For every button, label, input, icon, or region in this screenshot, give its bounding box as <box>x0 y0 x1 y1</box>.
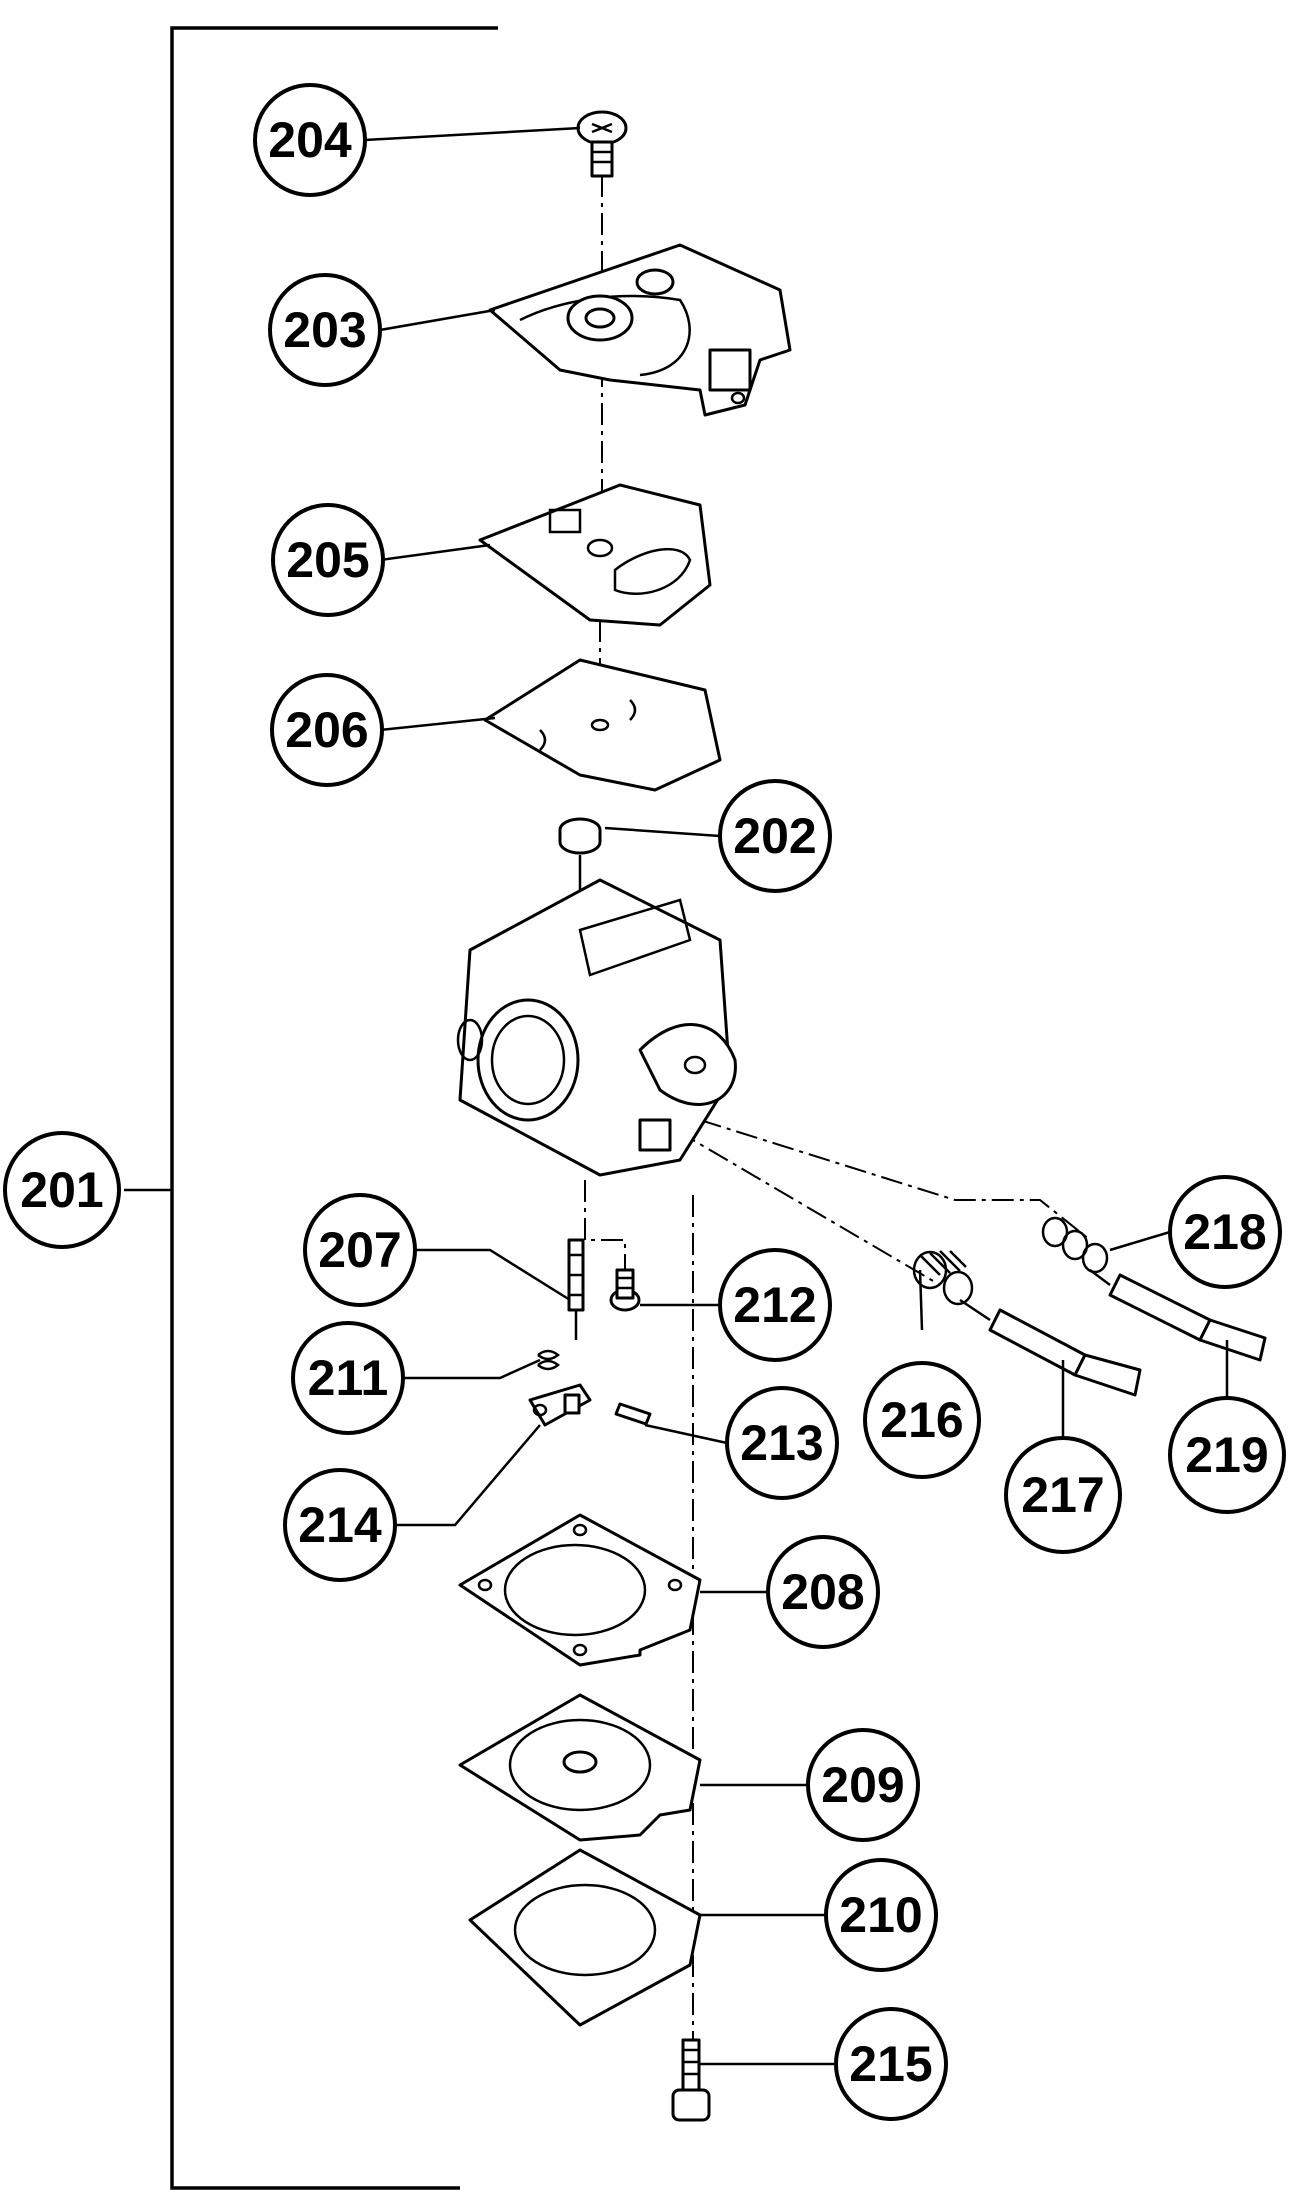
callout-209: 209 <box>806 1728 920 1842</box>
part-205-gasket <box>478 483 712 627</box>
part-211-spring <box>537 1349 561 1371</box>
callout-211-label: 211 <box>308 1350 389 1406</box>
callout-206: 206 <box>270 673 384 787</box>
part-207-needle <box>567 1238 585 1340</box>
part-213-pin <box>614 1402 652 1426</box>
callout-205-label: 205 <box>286 532 369 588</box>
callout-208: 208 <box>766 1535 880 1649</box>
callout-207-label: 207 <box>318 1222 401 1278</box>
part-219-needle <box>1089 1269 1267 1362</box>
callout-210: 210 <box>824 1858 938 1972</box>
part-218-spring <box>1041 1216 1109 1274</box>
callout-203: 203 <box>268 273 382 387</box>
callout-213-label: 213 <box>740 1415 823 1471</box>
callout-207: 207 <box>303 1193 417 1307</box>
part-214-lever <box>528 1383 592 1427</box>
callout-204: 204 <box>253 83 367 197</box>
callout-212-label: 212 <box>733 1277 816 1333</box>
callout-214: 214 <box>283 1468 397 1582</box>
callout-206-label: 206 <box>285 702 368 758</box>
callout-215: 215 <box>834 2007 948 2121</box>
callout-219-label: 219 <box>1185 1427 1268 1483</box>
part-208-gasket <box>458 1513 702 1667</box>
part-carburetor-body <box>456 878 737 1177</box>
callout-218: 218 <box>1168 1175 1282 1289</box>
callout-201-label: 201 <box>20 1162 103 1218</box>
callout-212: 212 <box>718 1248 832 1362</box>
callout-219: 219 <box>1168 1396 1286 1514</box>
part-204-screw <box>576 110 628 178</box>
part-212-screw <box>609 1268 641 1312</box>
callout-203-label: 203 <box>283 302 366 358</box>
part-206-diaphragm <box>483 658 722 792</box>
callout-218-label: 218 <box>1183 1204 1266 1260</box>
callout-208-label: 208 <box>781 1564 864 1620</box>
callout-210-label: 210 <box>839 1887 922 1943</box>
part-209-diaphragm <box>458 1693 702 1842</box>
callout-211: 211 <box>291 1321 405 1435</box>
callout-214-label: 214 <box>298 1497 382 1553</box>
callout-209-label: 209 <box>821 1757 904 1813</box>
callout-213: 213 <box>725 1386 839 1500</box>
callout-202: 202 <box>718 779 832 893</box>
callout-216-label: 216 <box>880 1392 963 1448</box>
callout-216: 216 <box>863 1361 981 1479</box>
assembly-bracket <box>124 26 498 2190</box>
callout-215-label: 215 <box>849 2036 932 2092</box>
part-216-spring <box>912 1250 974 1306</box>
callout-217: 217 <box>1004 1436 1122 1554</box>
part-203-cover <box>488 243 792 417</box>
callout-204-label: 204 <box>268 112 352 168</box>
part-217-needle <box>959 1298 1142 1397</box>
callout-205: 205 <box>271 503 385 617</box>
callout-201: 201 <box>3 1131 121 1249</box>
part-210-cover <box>468 1848 702 2027</box>
leader-lines <box>364 126 1229 2066</box>
callout-217-label: 217 <box>1021 1467 1104 1523</box>
callout-202-label: 202 <box>733 808 816 864</box>
part-215-screw <box>671 2038 711 2122</box>
